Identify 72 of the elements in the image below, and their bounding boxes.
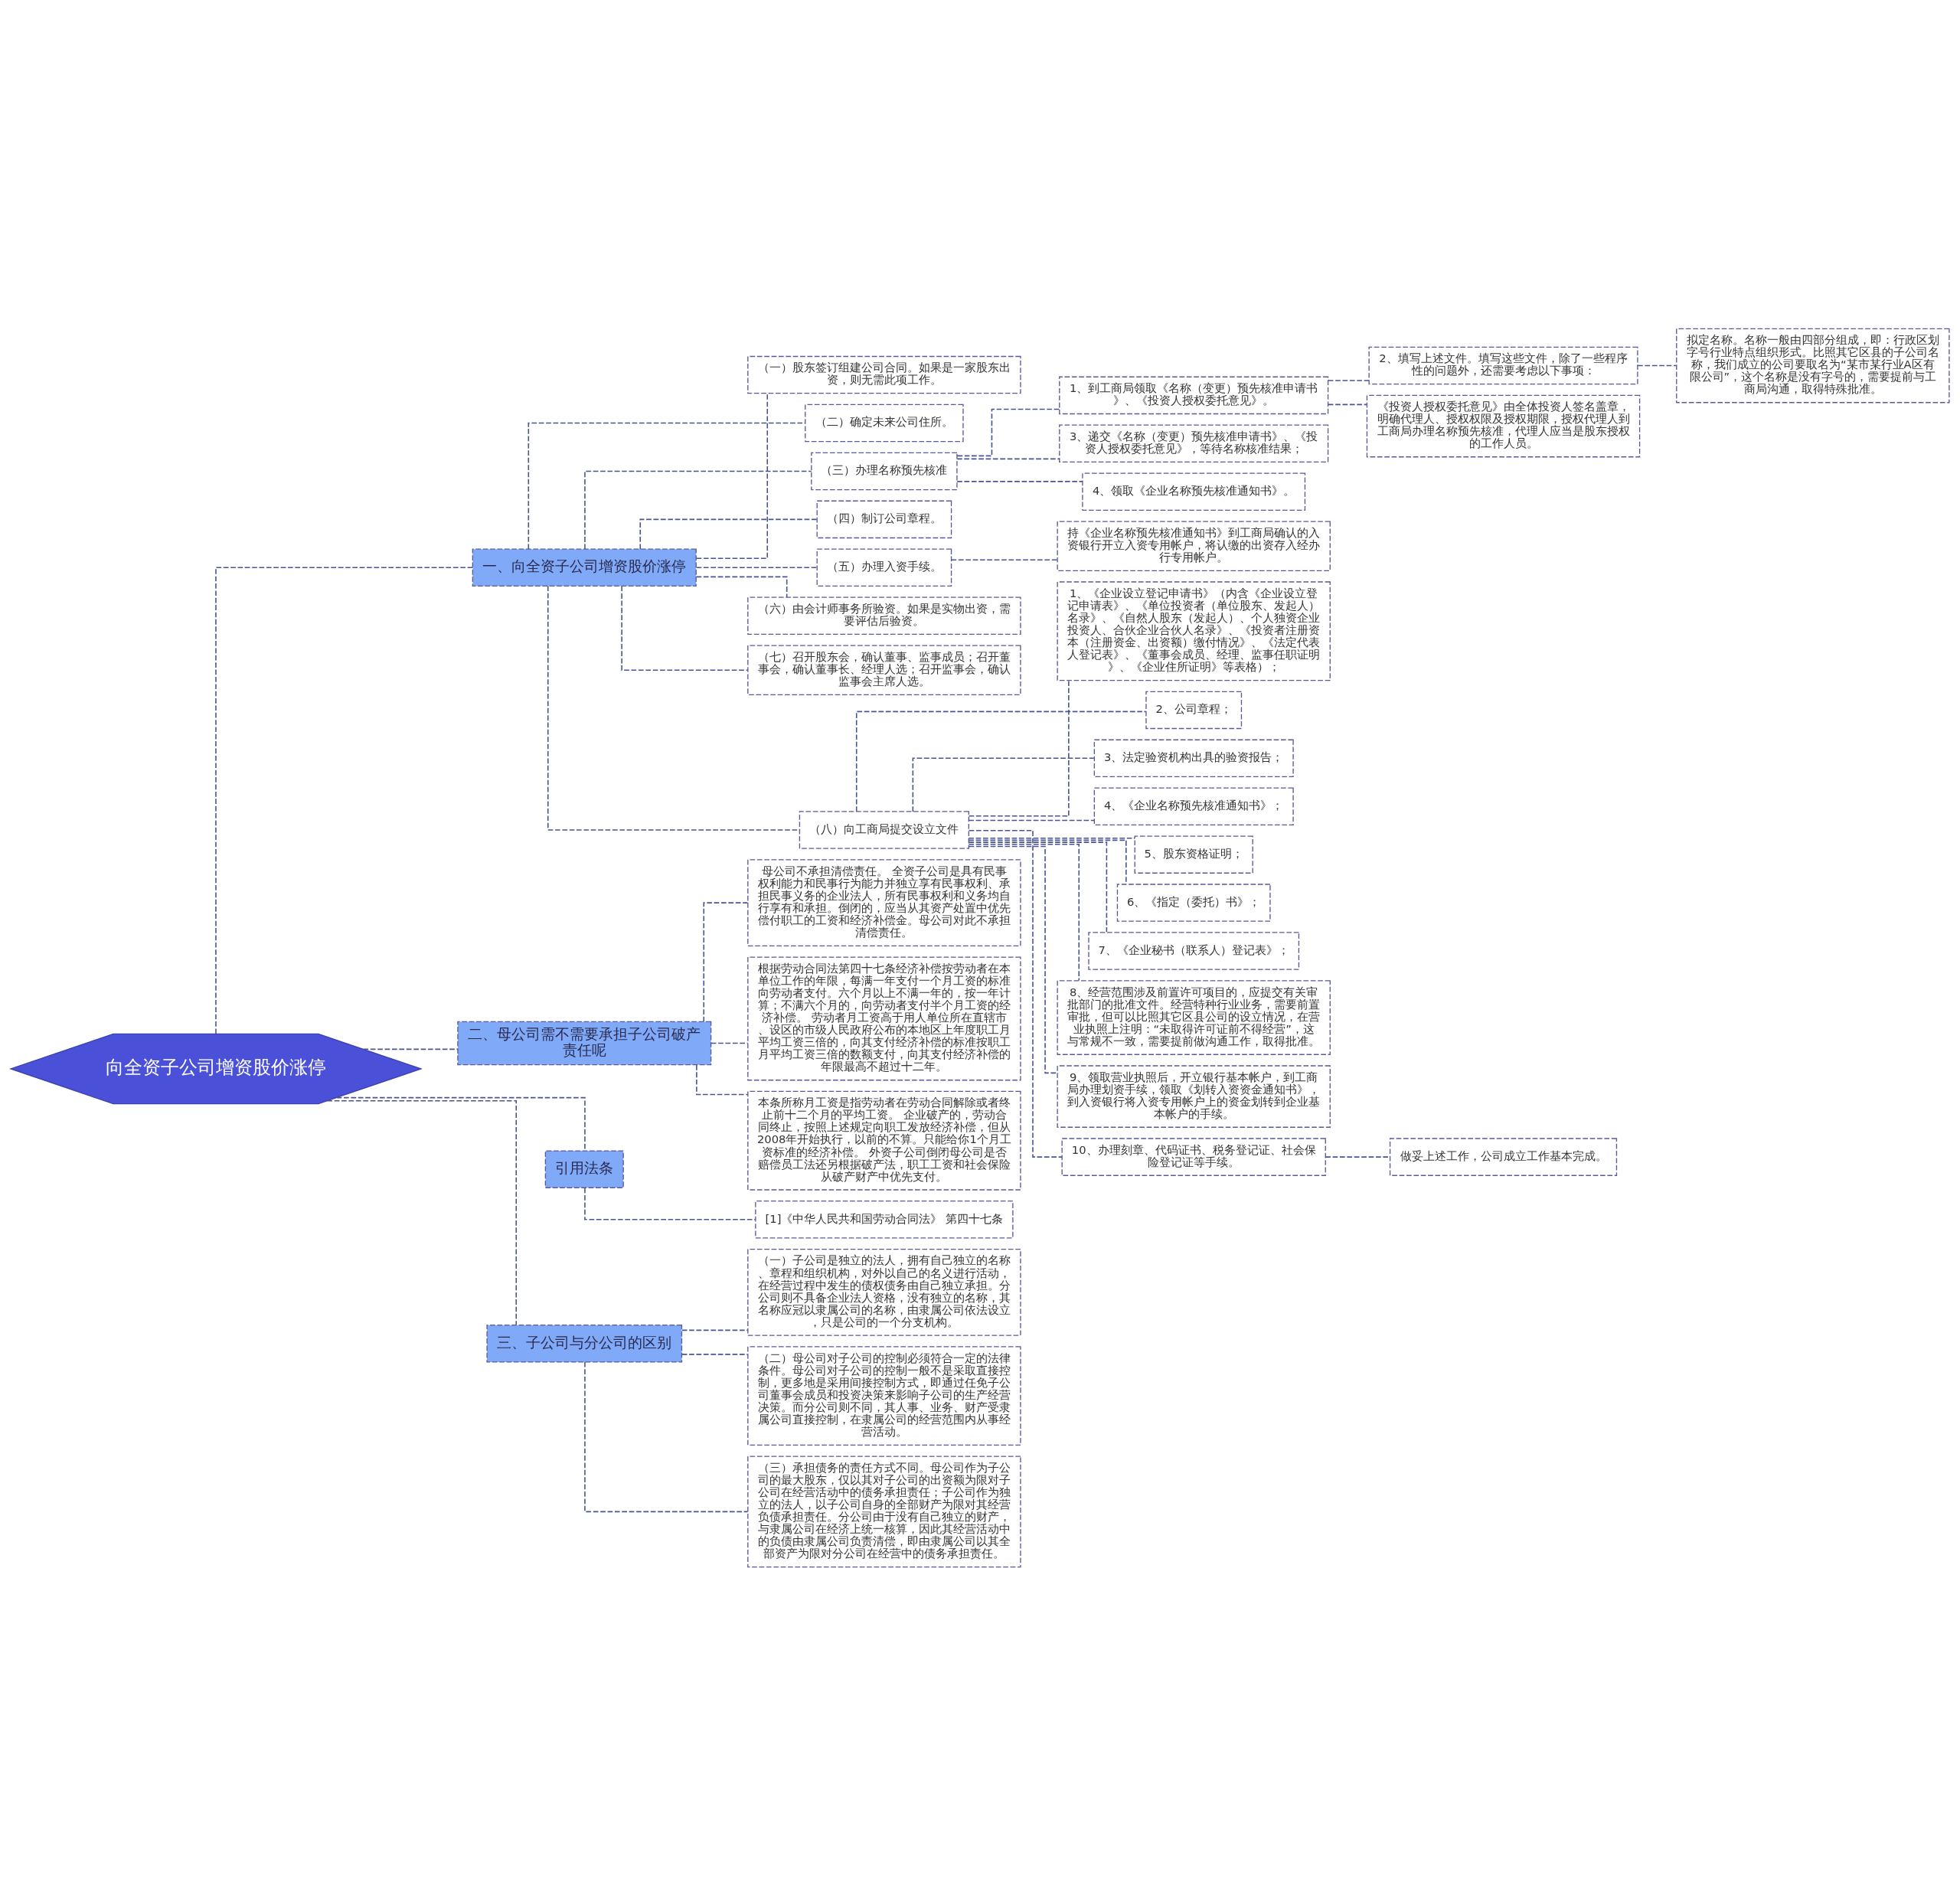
- connector: [968, 829, 1063, 1158]
- node-box: 做妥上述工作，公司成立工作基本完成。: [1389, 1137, 1618, 1176]
- node-box: [1]《中华人民共和国劳动合同法》 第四十七条: [755, 1200, 1014, 1239]
- node-box: 8、经营范围涉及前置许可项目的，应提交有关审批部门的批准文件。经营特种行业业务，需要前置审批，但可以比照其它区县公司的设立情况，在营业执照上注明：“未取得许可证前不得经营”，这与常规不一致，需要提前做沟通工作，取得批准。: [1057, 979, 1331, 1055]
- connector: [855, 711, 1147, 812]
- connector: [584, 470, 812, 550]
- node-box: 二、母公司需不需要承担子公司破产责任呢: [457, 1021, 712, 1065]
- connector: [528, 422, 806, 550]
- node-box: 3、递交《名称（变更）预先核准申请书》、《投资人授权委托意见》，等待名称核准结果；: [1059, 424, 1329, 462]
- connector: [1637, 364, 1677, 366]
- connector: [621, 585, 749, 671]
- node-box: （三）承担债务的责任方式不同。母公司作为子公司的最大股东，仅以其对子公司的出资额为限对子公司在经营活动中的债务承担责任；子公司作为独立的法人，以子公司自身的全部财产为限对其经营负债承担责任。分公司由于没有自己独立的财产，与隶属公司在经济上统一核算，因此其经营活动中的负债由隶属公司负责清偿，即由隶属公司以其全部资产为限对分公司在经营中的债务承担责任。: [747, 1455, 1021, 1567]
- connector: [968, 839, 1127, 884]
- node-box: 拟定名称。名称一般由四部分组成，即：行政区划字号行业特点组织形式。比照其它区县的子公司名称，我们成立的公司要取名为“某市某行业A区有限公司”，这个名称是没有字号的，需要提前与工商局沟通，取得特殊批准。: [1676, 328, 1950, 403]
- connector: [950, 558, 1058, 560]
- node-box: 2、填写上述文件。填写这些文件，除了一些程序性的问题外，还需要考虑以下事项：: [1368, 346, 1638, 384]
- node-box: 引用法条: [544, 1149, 624, 1188]
- node-box: （四）制订公司章程。: [816, 500, 952, 538]
- connector: [1327, 404, 1367, 405]
- node-box: 1、《企业设立登记申请书》（内含《企业设立登记申请表》、《单位投资者（单位股东、发起人）名录》、《自然人股东（发起人）、个人独资企业投资人、合伙企业合伙人名录》、《投资者注册资本（注册资金、出资额）缴付情况》、《法定代表人登记表》、《董事会成员、经理、监事任职证明》、《企业住所证明》等表格）；: [1057, 580, 1331, 681]
- connector: [1327, 379, 1370, 381]
- node-box: 三、子公司与分公司的区别: [486, 1324, 683, 1363]
- node-box: 5、股东资格证明；: [1134, 835, 1253, 874]
- node-box: （六）由会计师事务所验资。如果是实物出资，需要评估后验资。: [747, 596, 1021, 635]
- connector: [695, 392, 769, 559]
- node-box: 一、向全资子公司增资股价涨停: [472, 548, 697, 586]
- node-box: （二）确定未来公司住所。: [805, 404, 964, 442]
- connector: [584, 1361, 749, 1512]
- connector: [215, 567, 473, 1034]
- node-box: 根据劳动合同法第四十七条经济补偿按劳动者在本单位工作的年限，每满一年支付一个月工资的标准向劳动者支付。六个月以上不满一年的，按一年计算；不满六个月的，向劳动者支付半个月工资的经济补偿。 劳动者月工资高于用人单位所在直辖市、设区的市级人民政府公布的本地区上年度职工月平均工资三倍的，向其支付经济补偿的标准按职工月平均工资三倍的数额支付，向其支付经济补偿的年限最高不超过十二年。: [747, 956, 1021, 1080]
- node-box: 本条所称月工资是指劳动者在劳动合同解除或者终止前十二个月的平均工资。 企业破产的，劳动合同终止，按照上述规定向职工发放经济补偿，但从2008年开始执行，以前的不算。只能给你1个月工资标准的经济补偿。 外资子公司倒闭母公司是否赔偿员工法还另根据破产法，职工工资和社会保险从破产财产中优先支付。: [747, 1090, 1021, 1191]
- connector: [968, 843, 1080, 981]
- node-box: 9、领取营业执照后，开立银行基本帐户，到工商局办理划资手续，领取《划转入资资金通知书》，到入资银行将入资专用帐户上的资金划转到企业基本帐户的手续。: [1057, 1064, 1331, 1128]
- connector: [639, 518, 818, 550]
- connector: [968, 837, 1135, 839]
- connector: [710, 1042, 749, 1044]
- node-box: （二）母公司对子公司的控制必须符合一定的法律条件。母公司对子公司的控制一般不是采取直接控制，更多地是采用间接控制方式，即通过任免子公司董事会成员和投资决策来影响子公司的生产经营决策。而分公司则不同，其人事、业务、财产受隶属公司直接控制，在隶属公司的经营范围内从事经营活动。: [747, 1345, 1021, 1446]
- connector: [968, 845, 1058, 1073]
- node-box: （三）办理名称预先核准: [811, 452, 958, 490]
- connector: [703, 901, 749, 1022]
- connector: [362, 1048, 459, 1050]
- connector: [956, 458, 1060, 459]
- node-box: 母公司不承担清偿责任。 全资子公司是具有民事权利能力和民事行为能力并独立享有民事权利、承担民事义务的企业法人，所有民事权利和义务均自行享有和承担。倒闭的，应当从其资产处置中优先偿付职工的工资和经济补偿金。母公司对此不承担清偿责任。: [747, 858, 1021, 946]
- connector: [956, 480, 1083, 482]
- connector: [326, 1099, 518, 1325]
- connector: [335, 1096, 586, 1151]
- connector: [968, 679, 1070, 817]
- node-box: 2、公司章程；: [1145, 691, 1243, 729]
- connector: [681, 1329, 749, 1331]
- node-box: 持《企业名称预先核准通知书》到工商局确认的入资银行开立入资专用帐户，将认缴的出资存入经办行专用帐户。: [1057, 520, 1331, 571]
- node-box: 4、领取《企业名称预先核准通知书》。: [1082, 472, 1306, 511]
- node-box: （七）召开股东会，确认董事、监事成员；召开董事会，确认董事长、经理人选；召开监事会，确认监事会主席人选。: [747, 644, 1021, 695]
- node-box: （八）向工商局提交设立文件: [799, 810, 969, 849]
- connector: [968, 819, 1095, 821]
- node-box: （一）股东签订组建公司合同。如果是一家股东出资，则无需此项工作。: [747, 355, 1021, 394]
- node-box: 6、《指定（委托）书》；: [1116, 883, 1271, 922]
- node-box: 10、办理刻章、代码证书、税务登记证、社会保险登记证等手续。: [1061, 1137, 1326, 1176]
- node-box: 1、到工商局领取《名称（变更）预先核准申请书》、《投资人授权委托意见》。: [1059, 376, 1329, 414]
- connector: [696, 1063, 748, 1095]
- node-box: 4、《企业名称预先核准通知书》；: [1093, 786, 1294, 825]
- connector: [695, 567, 818, 568]
- node-box: （一）子公司是独立的法人，拥有自己独立的名称、章程和组织机构，对外以自己的名义进行活动，在经营过程中发生的债权债务由自己独立承担。分公司则不具备企业法人资格，没有独立的名称，其名称应冠以隶属公司的名称，由隶属公司依法设立，只是公司的一个分支机构。: [747, 1248, 1021, 1336]
- node-box: 《投资人授权委托意见》由全体投资人签名盖章，明确代理人、授权权限及授权期限，授权代理人到工商局办理名称预先核准，代理人应当是股东授权的工作人员。: [1366, 394, 1641, 457]
- connector: [968, 841, 1108, 933]
- connector: [584, 1187, 756, 1220]
- connector: [912, 757, 1095, 812]
- node-box: 3、法定验资机构出具的验资报告；: [1093, 739, 1294, 777]
- connector: [956, 408, 1060, 456]
- connector: [681, 1353, 749, 1355]
- node-box: 7、《企业秘书（联系人）登记表》；: [1088, 931, 1300, 970]
- node-box: （五）办理入资手续。: [816, 548, 952, 586]
- connector: [695, 576, 788, 598]
